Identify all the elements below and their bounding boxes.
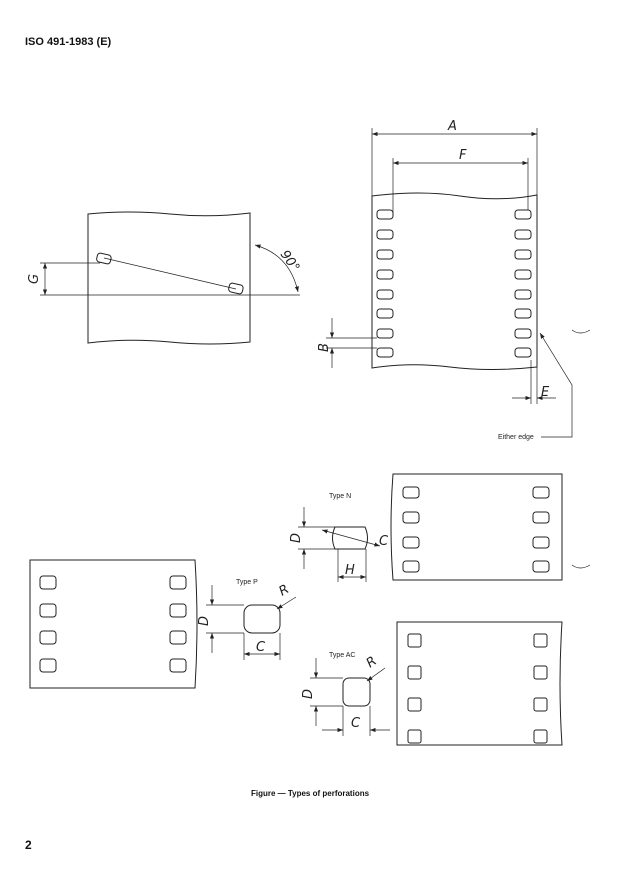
label-f: F: [459, 148, 467, 163]
perforations-left: [376, 209, 394, 358]
page-number: 2: [25, 838, 32, 852]
label-r-ac: R: [364, 654, 380, 671]
label-h: H: [345, 563, 355, 578]
type-ac-label: Type AC: [329, 652, 355, 659]
label-d-n: D: [289, 533, 304, 543]
type-p-detail: Type P D C R: [197, 579, 297, 660]
figure-caption: Figure — Types of perforations: [250, 789, 370, 798]
document-header: ISO 491-1983 (E): [25, 36, 112, 48]
film-strip-dimensions: A F B: [317, 119, 591, 569]
perforations-right: [514, 209, 532, 358]
film-strip-type-p: [29, 559, 198, 689]
angle-diagram: G 90°: [27, 211, 303, 345]
either-edge-label: Either edge: [498, 434, 534, 441]
label-angle: 90°: [277, 248, 303, 275]
label-r-p: R: [277, 582, 292, 600]
label-c-n: C: [379, 534, 389, 549]
type-n-detail: Type N D C H: [289, 493, 389, 582]
type-p-label: Type P: [236, 579, 258, 586]
type-ac-detail: Type AC D C R: [301, 652, 390, 736]
label-e: E: [541, 385, 550, 400]
label-d-p: D: [197, 616, 212, 626]
label-c-ac: C: [351, 716, 361, 731]
type-n-label: Type N: [329, 493, 351, 500]
label-d-ac: D: [301, 689, 316, 699]
label-c-p: C: [256, 640, 266, 655]
film-strip-type-ac: [396, 621, 563, 746]
label-b: B: [317, 343, 332, 352]
label-g: G: [27, 274, 42, 284]
film-strip-type-n: [390, 473, 563, 581]
label-a: A: [447, 119, 457, 134]
